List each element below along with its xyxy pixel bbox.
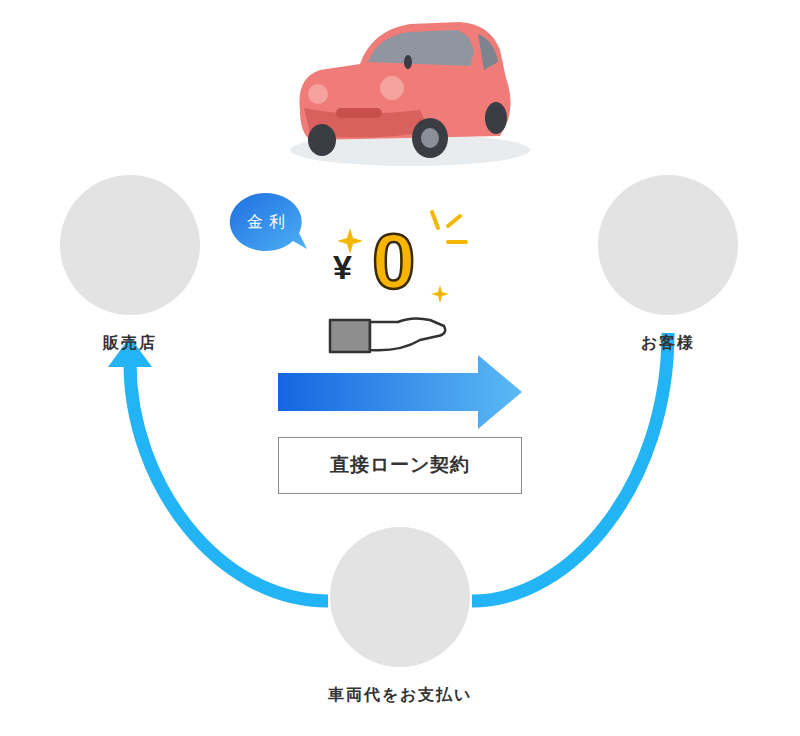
process-box: 直接ローン契約 (278, 437, 522, 494)
connector (278, 355, 522, 429)
hand (330, 318, 445, 352)
node-label: 販売店 (103, 333, 157, 354)
car (299, 22, 510, 158)
payment-node: 車両代をお支払い (330, 527, 470, 667)
node-label: 車両代をお支払い (328, 685, 472, 706)
circle-shape (330, 527, 470, 667)
node-label: お客様 (641, 333, 695, 354)
speech-bubble: 金利 (227, 191, 305, 253)
store-node: 販売店 (60, 175, 200, 315)
circle-shape (60, 175, 200, 315)
zero-figure: 0 (372, 222, 415, 300)
circle-shape (598, 175, 738, 315)
box-label: 直接ローン契約 (330, 452, 470, 478)
customer-node: お客様 (598, 175, 738, 315)
yen-sign: ¥ (333, 250, 352, 284)
shine-rays (432, 212, 466, 242)
bubble-label: 金利 (247, 212, 291, 233)
